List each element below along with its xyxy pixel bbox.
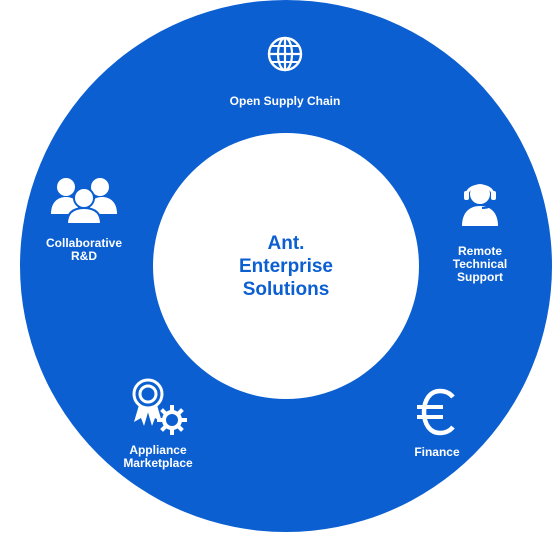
- remote-label-line-1: Remote: [457, 244, 502, 258]
- globe-icon: [267, 36, 303, 72]
- award-gear-icon: [132, 378, 187, 435]
- euro-icon: [417, 388, 455, 436]
- remote-label-line-3: Support: [457, 270, 503, 284]
- segment-open-supply-chain: Open Supply Chain: [200, 36, 370, 108]
- headset-agent-icon: [462, 184, 498, 226]
- segment-finance: Finance: [397, 388, 477, 459]
- appliance-label-line-1: Appliance: [129, 443, 187, 457]
- segment-open-supply-chain-label: Open Supply Chain: [229, 94, 341, 108]
- center-circle: [153, 133, 419, 399]
- collab-label-line-1: Collaborative: [45, 236, 123, 250]
- finance-label: Finance: [414, 445, 460, 459]
- segment-collaborative-rnd: Collaborative R&D: [24, 176, 144, 263]
- center-title-line-1: Ant.: [267, 232, 305, 254]
- center-title: Ant. Enterprise Solutions: [153, 133, 419, 399]
- center-title-line-2: Enterprise: [239, 255, 333, 277]
- remote-label-line-2: Technical: [452, 257, 508, 271]
- appliance-label-line-2: Marketplace: [123, 456, 193, 470]
- segment-appliance-marketplace: Appliance Marketplace: [98, 376, 218, 470]
- segment-remote-technical-support: Remote Technical Support: [430, 178, 530, 284]
- collab-label-line-2: R&D: [71, 249, 97, 263]
- team-icon: [51, 178, 117, 224]
- center-title-line-3: Solutions: [242, 278, 330, 300]
